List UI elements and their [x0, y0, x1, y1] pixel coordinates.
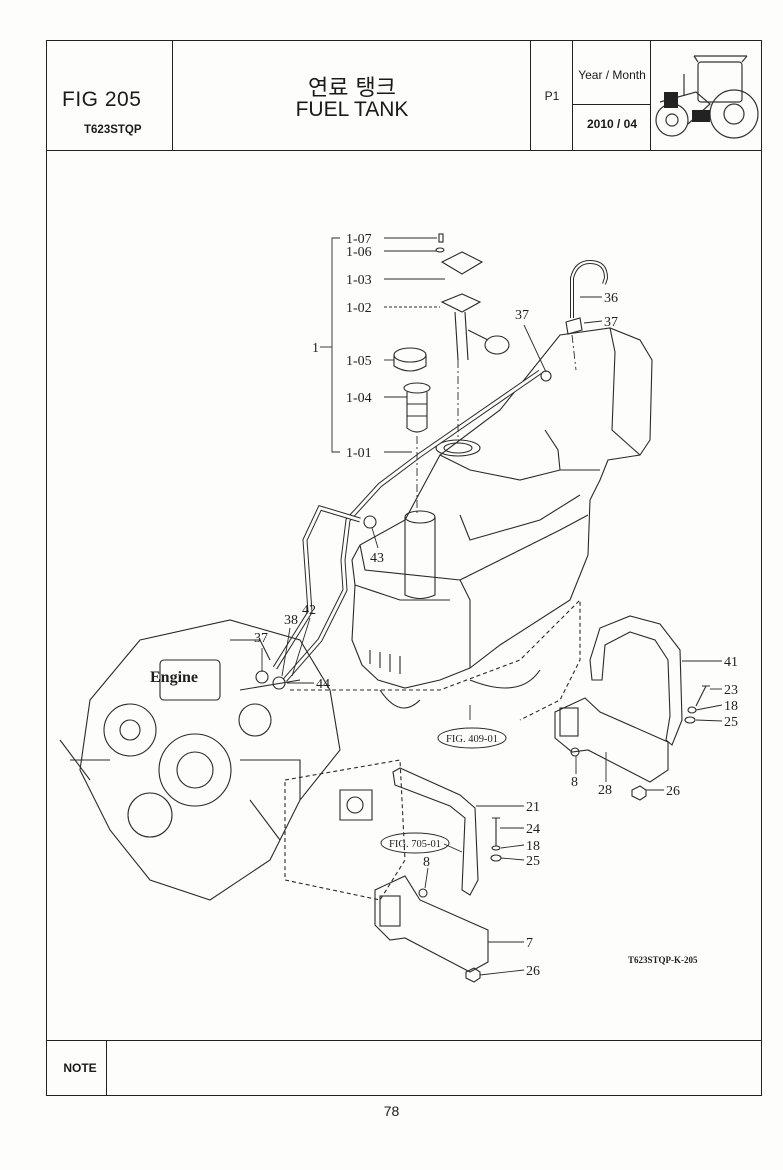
label-1-06: 1-06: [346, 245, 372, 260]
label-44: 44: [316, 677, 330, 692]
note-label: NOTE: [63, 1061, 97, 1075]
label-41: 41: [724, 655, 738, 670]
fuel-tank-diagram: 1-07 1-06 1-03 1-02 1 1-05 1-04 1-01 36 …: [59, 232, 738, 983]
ref-fig-705: FIG. 705-01: [389, 839, 441, 850]
label-28: 28: [598, 783, 612, 798]
year-month-label: Year / Month: [578, 68, 646, 82]
title-english: FUEL TANK: [295, 98, 409, 121]
label-26-upper: 26: [666, 784, 680, 799]
label-1-03: 1-03: [346, 273, 372, 288]
ref-fig-409: FIG. 409-01: [446, 734, 498, 745]
label-25-lower: 25: [526, 854, 540, 869]
label-1-05: 1-05: [346, 354, 372, 369]
note-divider: [46, 1040, 762, 1041]
page-tag: P1: [544, 89, 560, 103]
engine-label: Engine: [150, 669, 198, 686]
label-8-lower: 8: [423, 855, 430, 870]
label-23: 23: [724, 683, 738, 698]
header-col-2: [530, 40, 531, 150]
note-col-divider: [106, 1040, 107, 1096]
drawing-code: T623STQP-K-205: [628, 955, 698, 965]
header-divider: [46, 150, 762, 151]
label-24: 24: [526, 822, 540, 837]
label-38: 38: [284, 613, 298, 628]
support-bracket-28: [554, 697, 669, 783]
label-1-04: 1-04: [346, 391, 372, 406]
page-frame: [46, 40, 762, 1096]
header-col-3: [572, 40, 573, 150]
year-month-value: 2010 / 04: [586, 117, 638, 131]
tank-strap-21: [392, 767, 479, 896]
fuel-tank-body: [351, 327, 653, 689]
label-1-07: 1-07: [346, 232, 372, 247]
header-col-1: [172, 40, 173, 150]
tank-strap-41: [589, 615, 683, 746]
label-25-upper: 25: [724, 715, 738, 730]
label-1-01: 1-01: [346, 446, 372, 461]
header-col-4: [650, 40, 651, 150]
header-ym-divider: [572, 104, 650, 105]
label-18-upper: 18: [724, 699, 738, 714]
label-36: 36: [604, 291, 618, 306]
title-korean: 연료 탱크: [308, 76, 396, 101]
label-7: 7: [526, 936, 533, 951]
page-number: 78: [383, 1103, 400, 1119]
label-37-top: 37: [515, 308, 529, 323]
tractor-icon: [655, 55, 759, 139]
label-8-upper: 8: [571, 775, 578, 790]
label-37-right: 37: [604, 315, 618, 330]
label-21: 21: [526, 800, 540, 815]
label-26-lower: 26: [526, 964, 540, 979]
label-1: 1: [312, 341, 319, 356]
label-42: 42: [302, 603, 316, 618]
model-code: T623STQP: [84, 124, 142, 136]
fig-number: FIG 205: [62, 88, 142, 111]
label-43: 43: [370, 551, 384, 566]
support-bracket-7: [374, 875, 489, 973]
label-37-engine: 37: [254, 631, 268, 646]
label-1-02: 1-02: [346, 301, 372, 316]
label-18-lower: 18: [526, 839, 540, 854]
